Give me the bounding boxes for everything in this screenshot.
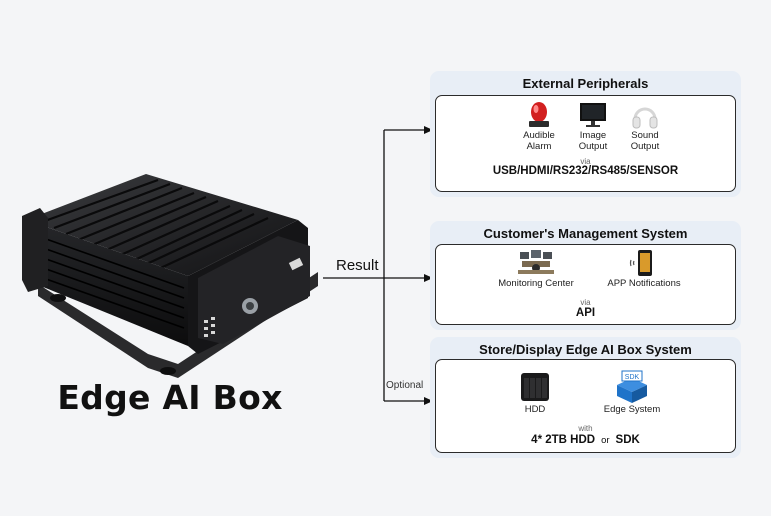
item-label-line1: Sound — [631, 130, 659, 141]
management-item-app-notifications: APP Notifications — [596, 248, 692, 289]
headphones-icon — [632, 107, 658, 129]
panel-title: Customer's Management System — [483, 226, 688, 241]
item-label-line2: Alarm — [526, 141, 552, 152]
item-label-line1: Image — [579, 130, 607, 141]
management-item-monitoring-center: Monitoring Center — [488, 248, 584, 289]
item-label: Edge System — [603, 404, 661, 415]
storage-options: 4* 2TB HDD or SDK — [436, 434, 735, 446]
edge-ai-box-device-image — [22, 174, 318, 378]
peripheral-item-audible-alarm: Audible Alarm — [516, 100, 562, 152]
result-label: Result — [336, 257, 379, 274]
sdk-box-icon: SDK — [617, 370, 647, 403]
item-label-line2: Output — [630, 141, 660, 152]
store-item-hdd: HDD — [506, 370, 564, 415]
storage-option-hdd: 4* 2TB HDD — [531, 434, 596, 446]
panel-content: Audible Alarm Image Output Sound Output — [435, 95, 736, 192]
nas-hdd-icon — [521, 373, 549, 401]
panel-title: Store/Display Edge AI Box System — [479, 342, 692, 357]
device-title: Edge AI Box — [57, 378, 283, 417]
via-label: via — [580, 298, 591, 307]
item-label-line1: Audible — [523, 130, 555, 141]
connection-api: API — [575, 307, 596, 319]
external-peripherals-panel: External Peripherals Audible Alarm Image… — [430, 71, 741, 197]
siren-icon — [529, 102, 549, 127]
item-label: APP Notifications — [607, 278, 681, 289]
phone-notification-icon — [629, 250, 652, 276]
via-label: via — [580, 157, 591, 166]
panel-content: HDD SDK Edge System with 4* 2TB HDD or SDK — [435, 359, 736, 453]
item-label: HDD — [524, 404, 546, 415]
panel-title: External Peripherals — [522, 76, 649, 91]
monitoring-center-icon — [518, 250, 554, 274]
storage-option-sdk: SDK — [615, 434, 640, 446]
panel-content: Monitoring Center APP Notifications via … — [435, 244, 736, 325]
monitor-icon — [580, 103, 606, 127]
item-label: Monitoring Center — [498, 278, 574, 289]
sdk-badge-text: SDK — [625, 374, 640, 381]
with-label: with — [578, 424, 593, 433]
item-label-line2: Output — [578, 141, 608, 152]
store-display-panel: Store/Display Edge AI Box System HDD SDK… — [430, 337, 741, 458]
management-system-panel: Customer's Management System Monitoring … — [430, 221, 741, 330]
peripheral-item-image-output: Image Output — [570, 100, 616, 152]
store-item-edge-system: SDK Edge System — [596, 370, 668, 415]
optional-label: Optional — [386, 380, 424, 391]
connection-interfaces: USB/HDMI/RS232/RS485/SENSOR — [492, 165, 679, 177]
or-label: or — [601, 435, 610, 446]
peripheral-item-sound-output: Sound Output — [622, 100, 668, 152]
